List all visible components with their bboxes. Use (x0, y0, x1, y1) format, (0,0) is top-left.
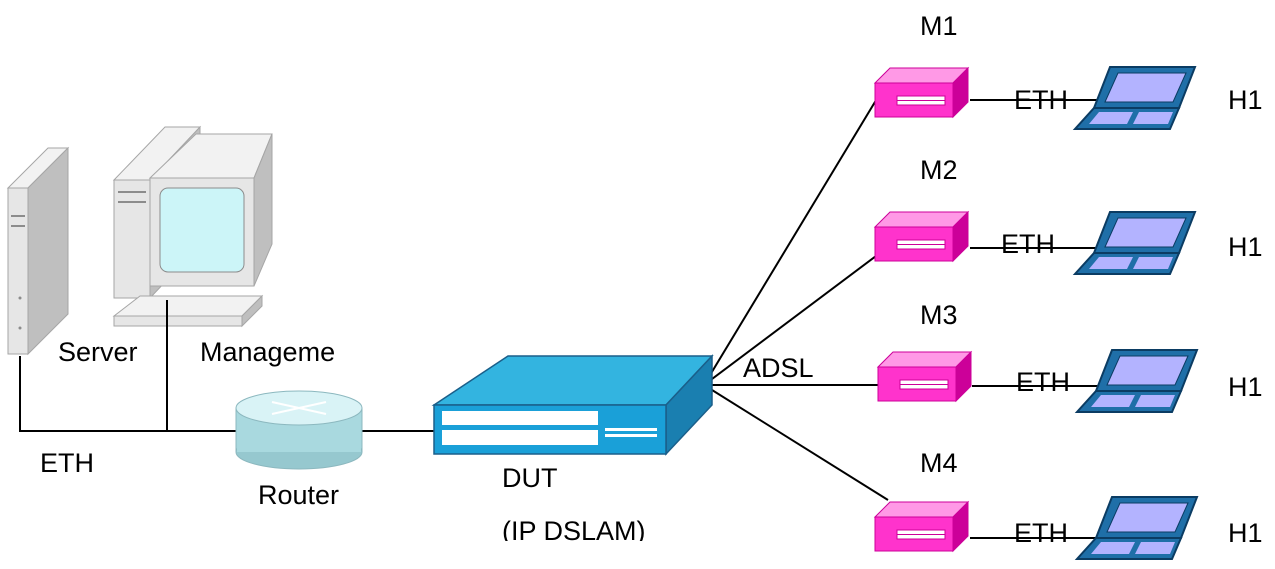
adsl-link-m4 (703, 384, 889, 501)
adsl-link-m1 (703, 86, 885, 386)
host-4-label: H1 (1228, 518, 1263, 548)
host-3-label: H1 (1228, 372, 1263, 402)
management-label: Manageme (200, 337, 336, 367)
host-1-label: H1 (1228, 85, 1263, 115)
modem-m1-label: M1 (920, 11, 958, 41)
server-link (19, 356, 236, 432)
server-label: Server (58, 337, 138, 367)
eth-link-1-label: ETH (1014, 85, 1068, 115)
eth-link-4-label: ETH (1014, 518, 1068, 548)
router-icon (235, 390, 363, 470)
server-icon (6, 146, 70, 356)
dut-sub-label: (IP DSLAM) (502, 518, 646, 541)
adsl-link-m2 (703, 249, 885, 386)
modem-m3-icon (877, 351, 972, 402)
laptop-h1-3-icon (1076, 349, 1198, 413)
management-pc-icon (112, 125, 273, 328)
eth-link-2-label: ETH (1001, 229, 1055, 259)
links (19, 86, 1100, 539)
router-label: Router (258, 480, 340, 510)
modem-m3-label: M3 (920, 300, 958, 330)
host-2-label: H1 (1228, 232, 1263, 262)
laptop-h1-4-icon (1076, 496, 1198, 560)
dut-label: DUT (502, 463, 558, 493)
laptop-h1-1-icon (1074, 66, 1196, 130)
modem-m2-label: M2 (920, 155, 958, 185)
eth-left-label: ETH (40, 448, 94, 478)
laptop-h1-2-icon (1074, 211, 1196, 275)
modem-m1-icon (874, 67, 969, 118)
modem-m2-icon (874, 211, 969, 262)
adsl-label: ADSL (743, 353, 814, 383)
eth-link-3-label: ETH (1016, 367, 1070, 397)
modem-m4-label: M4 (920, 448, 958, 478)
dslam-device (431, 354, 714, 456)
modem-m4-icon (874, 501, 969, 552)
